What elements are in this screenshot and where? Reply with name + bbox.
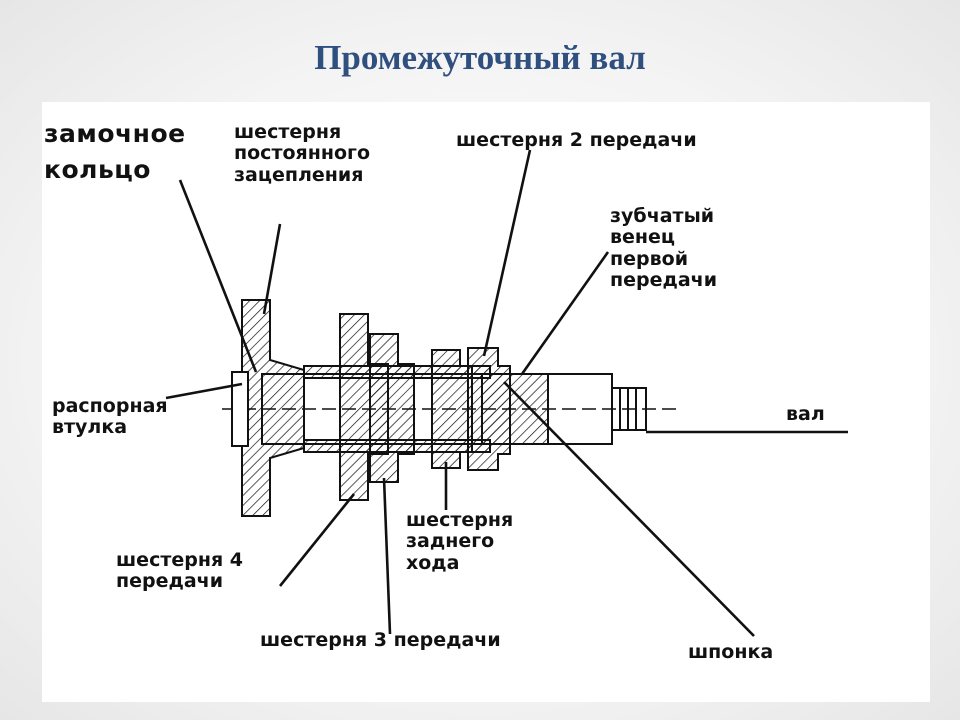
gear-3-shape bbox=[369, 333, 415, 483]
first-gear-ring-shape bbox=[481, 373, 549, 445]
shaft-assembly bbox=[222, 299, 682, 517]
slide-title: Промежуточный вал bbox=[314, 38, 646, 77]
leader-constant-mesh bbox=[262, 223, 282, 315]
leader-key bbox=[503, 381, 755, 637]
spacer-sleeve-shape bbox=[231, 371, 249, 447]
leader-spacer-sleeve bbox=[165, 382, 243, 400]
label-gear-3: шестерня 3 передачи bbox=[260, 629, 501, 651]
leader-gear-3 bbox=[382, 477, 392, 635]
constant-mesh-gear-shape bbox=[241, 299, 305, 517]
leader-gear-2 bbox=[482, 149, 532, 357]
leader-lock-ring bbox=[178, 179, 258, 373]
countershaft-drawing bbox=[165, 149, 848, 637]
leader-lines bbox=[165, 149, 848, 637]
leader-first-gear-ring bbox=[520, 251, 610, 375]
label-shaft: вал bbox=[786, 403, 825, 425]
label-key: шпонка bbox=[688, 641, 774, 663]
label-gear-2: шестерня 2 передачи bbox=[456, 129, 697, 151]
leader-gear-4 bbox=[278, 493, 356, 587]
